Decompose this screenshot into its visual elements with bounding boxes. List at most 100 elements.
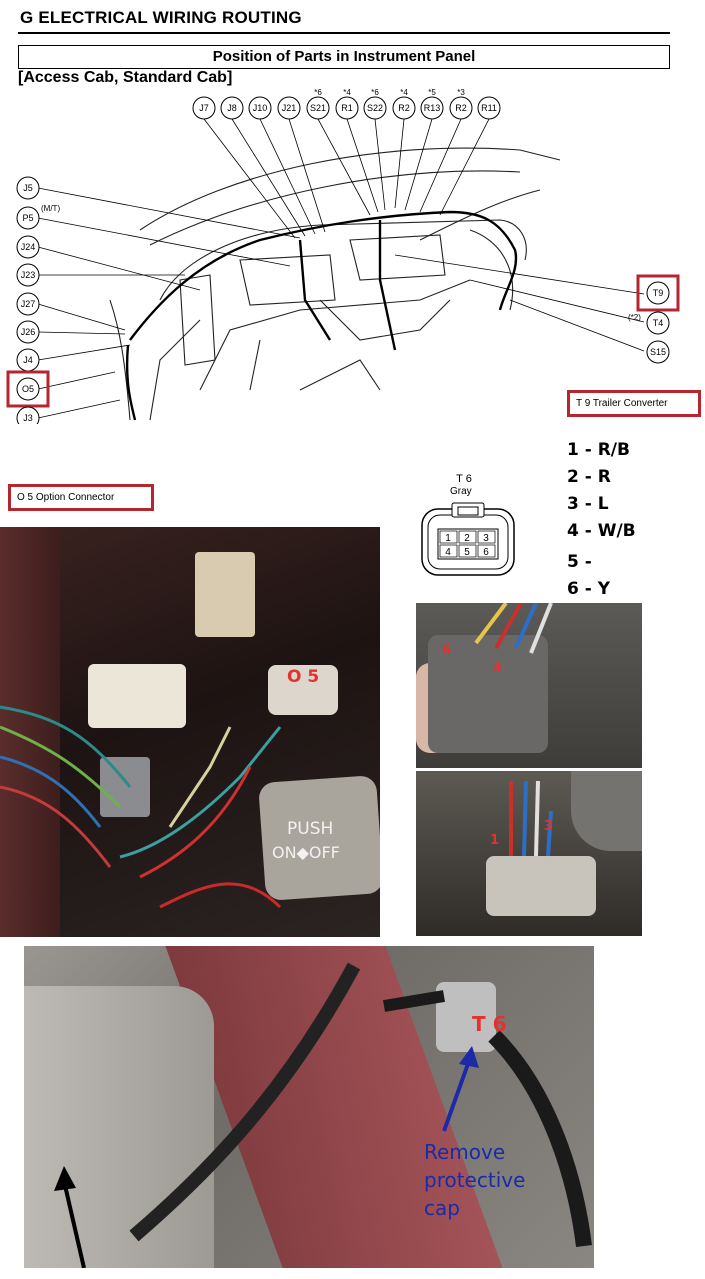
section-title: G ELECTRICAL WIRING ROUTING [20,8,302,27]
connector-r2-b: R2 [449,96,473,120]
svg-text:R11: R11 [481,103,497,113]
svg-text:J3: J3 [23,413,33,423]
svg-text:R2: R2 [455,103,467,113]
svg-text:S15: S15 [650,347,666,357]
note-r2-b: *3 [457,88,465,97]
connector-j5: J5 [16,176,40,200]
photo-under-dash: O 5 PUSH ON◆OFF [0,527,380,937]
wiring-diagram: J7 J8 J10 J21 S21 R1 S22 R2 R13 R2 R11 *… [6,88,680,424]
connector-j10: J10 [248,96,272,120]
title-divider [18,32,670,34]
pinout-line-4: 4 - W/B [567,521,636,541]
connector-r13: R13 [420,96,444,120]
pin-3-marker: 3 [544,819,554,834]
svg-text:P5: P5 [22,213,33,223]
connector-t9: T9 [636,274,680,312]
photo-t6-side: 1 3 [416,771,642,936]
connector-t4: T4 [646,311,670,335]
connector-j4: J4 [16,348,40,372]
connector-r1: R1 [335,96,359,120]
connector-j21: J21 [277,96,301,120]
push-label: PUSH [287,819,334,839]
connector-j3: J3 [16,406,40,424]
connector-j27: J27 [16,292,40,316]
connector-j7: J7 [192,96,216,120]
connector-s15: S15 [646,340,670,364]
t6-diagram-color: Gray [450,486,472,497]
note-r2-a: *4 [400,88,408,97]
photo-underbody: T 6 [24,946,594,1268]
photo-t6-wire-side: 6 4 [416,603,642,768]
note-p5: (M/T) [41,204,60,213]
pin-6-marker: 6 [442,643,452,658]
dashboard-sketch [109,147,561,421]
pinout-line-3: 3 - L [567,494,609,514]
connector-p5: P5 [16,206,40,230]
left-connector-labels: J5 P5 J24 J23 J27 J26 J4 O5 J3 [6,176,50,424]
t6-pin-1: 1 [445,533,451,544]
panel-title: Position of Parts in Instrument Panel [212,48,476,65]
svg-text:O5: O5 [22,384,34,394]
svg-text:S21: S21 [310,103,326,113]
svg-text:J8: J8 [227,103,237,113]
connector-r2-a: R2 [392,96,416,120]
t6-pin-2: 2 [464,533,470,544]
cab-title: [Access Cab, Standard Cab] [18,69,233,86]
harness-lines [125,210,518,421]
photo-t6-label: T 6 [472,1012,507,1036]
svg-text:R13: R13 [424,103,441,113]
svg-text:J27: J27 [21,299,36,309]
top-connector-notes: *6 *4 *6 *4 *5 *3 [314,88,465,97]
svg-text:J21: J21 [282,103,297,113]
connector-j8: J8 [220,96,244,120]
connector-s22: S22 [363,96,387,120]
svg-text:S22: S22 [367,103,383,113]
t6-diagram-title: T 6 [456,473,472,485]
wire-bundle [0,705,282,909]
pinout-line-5: 5 - [567,552,592,572]
svg-text:J5: J5 [23,183,33,193]
t6-wires [474,603,553,654]
t6-pin-4: 4 [445,547,451,558]
pinout-line-6: 6 - Y [567,579,611,599]
panel-title-box: Position of Parts in Instrument Panel [18,45,670,69]
svg-text:J23: J23 [21,270,36,280]
connector-o5: O5 [6,370,50,408]
remove-cap-note: Remove protective cap [424,1140,526,1220]
svg-text:T9: T9 [653,288,664,298]
top-connector-labels: J7 J8 J10 J21 S21 R1 S22 R2 R13 R2 R11 [192,96,501,120]
svg-text:J7: J7 [199,103,209,113]
svg-text:R2: R2 [398,103,410,113]
onoff-label: ON◆OFF [272,843,340,862]
t6-pin-6: 6 [483,547,489,558]
svg-text:J26: J26 [21,327,36,337]
pin-4-marker: 4 [493,661,503,676]
leader-lines [37,118,645,419]
svg-text:J10: J10 [253,103,268,113]
pinout-line-1: 1 - R/B [567,440,630,460]
right-connector-labels: T9 T4 S15 [636,274,680,364]
svg-text:R1: R1 [341,103,353,113]
note-r13: *5 [428,88,436,97]
t6-side-wires [509,780,553,857]
note-s22: *6 [371,88,379,97]
svg-text:J4: J4 [23,355,33,365]
pin-1-marker: 1 [490,833,500,848]
svg-text:J24: J24 [21,242,36,252]
svg-text:T4: T4 [653,318,664,328]
underbody-harness [54,962,592,1268]
connector-j23: J23 [16,263,40,287]
t9-callout: T 9 Trailer Converter [567,390,701,417]
t6-pin-3: 3 [483,533,489,544]
photo-o5-label: O 5 [287,667,320,687]
t6-connector-face: 1 2 3 4 5 6 [421,502,515,576]
connector-r11: R11 [477,96,501,120]
note-s21: *6 [314,88,322,97]
connector-j24: J24 [16,235,40,259]
connector-j26: J26 [16,320,40,344]
pinout-line-2: 2 - R [567,467,611,487]
t6-pin-5: 5 [464,547,470,558]
note-t4: (*2) [628,313,641,322]
note-r1: *4 [343,88,351,97]
connector-s21: S21 [306,96,330,120]
